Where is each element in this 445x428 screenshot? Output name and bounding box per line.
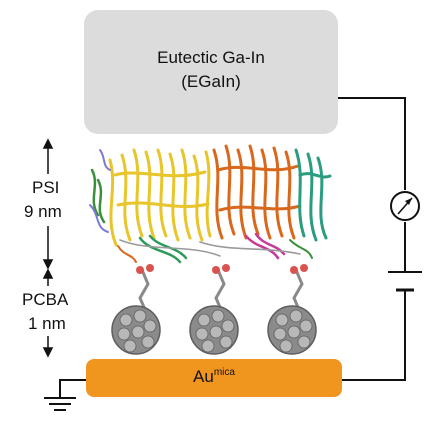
gold-label-base: Au (193, 367, 214, 386)
pcba-label: PCBA (22, 290, 69, 309)
circuit-wire (338, 97, 406, 381)
psi-label: PSI (32, 178, 60, 197)
gold-label-superscript: mica (213, 367, 235, 378)
ammeter-icon (390, 191, 420, 221)
pcba-molecule-2 (189, 264, 239, 355)
psi-protein-complex (89, 144, 332, 264)
psi-thickness-label: 9 nm (24, 202, 62, 221)
gold-substrate (86, 359, 342, 397)
psi-dimension-arrow (42, 138, 54, 270)
pcba-thickness-label: 1 nm (28, 314, 66, 333)
egain-electrode (84, 10, 338, 134)
ground-icon (44, 379, 86, 411)
egain-label-line1: Eutectic Ga-In (157, 48, 265, 67)
gold-substrate-label: Aumica (86, 367, 342, 387)
battery-icon (388, 271, 422, 292)
egain-label-line2: (EGaIn) (181, 72, 241, 91)
pcba-molecule-1 (111, 264, 161, 355)
pcba-molecule-3 (267, 264, 317, 355)
pcba-dimension-arrow (42, 268, 54, 358)
